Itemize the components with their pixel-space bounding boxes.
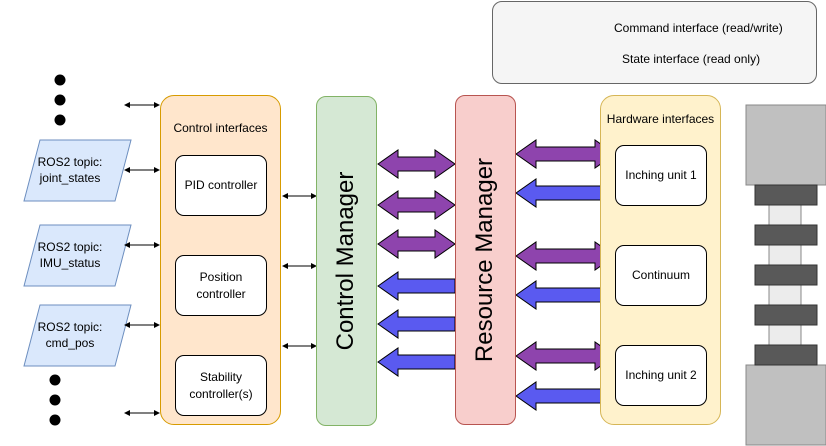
legend-command-label: Command interface (read/write) [614,21,783,35]
controller-connector-arrows [282,193,317,349]
control-interfaces-title: Control interfaces [173,121,268,135]
resource-manager-label: Resource Manager [471,157,498,363]
state-arrow-rm-cm-1 [377,271,456,301]
pid-controller-box: PID controller [175,155,267,216]
command-arrow-cm-rm-2 [377,190,456,220]
command-arrow-cm-rm-3 [377,229,456,259]
robot-illustration [745,104,826,446]
position-controller-box: Position controller [175,255,267,316]
topic-label-joint-states: ROS2 topic: joint_states [37,155,103,186]
state-arrow-rm-cm-3 [377,347,456,377]
stability-controller-box: Stability controller(s) [175,355,267,416]
ellipsis-dots-bottom [49,374,61,426]
resource-manager-block [455,95,516,425]
state-arrow-rm-cm-2 [377,309,456,339]
control-manager-block [316,96,377,426]
inching-unit-1-box: Inching unit 1 [615,145,707,206]
inching-unit-2-box: Inching unit 2 [615,345,707,406]
topic-connector-arrows [124,102,160,416]
control-manager-label: Control Manager [332,171,359,351]
command-arrow-cm-rm-1 [377,149,456,179]
topic-shape-joint-states [23,139,132,202]
topic-shape-imu-status [23,224,132,287]
legend-box [492,1,817,84]
topic-shape-cmd-pos [23,304,132,367]
state-arrows [377,178,616,411]
hardware-interfaces-title: Hardware interfaces [606,112,715,126]
topic-label-cmd-pos: ROS2 topic: cmd_pos [37,320,103,351]
topic-label-imu-status: ROS2 topic: IMU_status [37,240,103,271]
ellipsis-dots-top [54,74,66,126]
continuum-box: Continuum [615,245,707,306]
legend-state-label: State interface (read only) [622,52,761,66]
